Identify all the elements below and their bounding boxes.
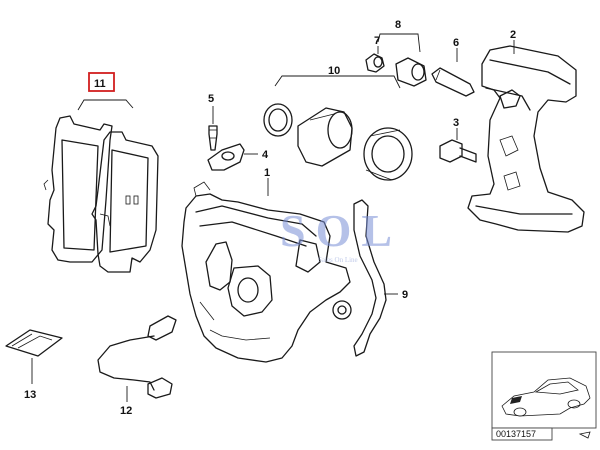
caliper-carrier-part	[467, 40, 585, 233]
callout-12: 12	[120, 405, 132, 417]
callout-2: 2	[510, 29, 516, 41]
callout-6: 6	[453, 37, 459, 49]
sol-watermark: SOL Sales On Line	[280, 205, 402, 264]
carrier-bolt-part	[439, 128, 477, 163]
bleeder-screw-part	[208, 106, 218, 151]
callout-4: 4	[262, 149, 269, 161]
callout-9: 9	[402, 289, 408, 301]
caliper-housing-part	[181, 178, 352, 363]
callout-13: 13	[24, 389, 36, 401]
guide-sleeve-kit-part	[365, 33, 427, 87]
callout-1: 1	[264, 167, 270, 179]
callout-5: 5	[208, 93, 214, 105]
callout-8: 8	[395, 19, 401, 31]
bleeder-cap-part	[207, 143, 258, 171]
thumbnail-code: 00137157	[496, 429, 536, 439]
watermark-subtitle: Sales On Line	[318, 256, 358, 264]
anti-rattle-spring-part	[353, 199, 398, 357]
callout-11: 11	[94, 78, 106, 90]
vehicle-thumbnail: 00137157	[491, 351, 597, 441]
callout-10: 10	[328, 65, 340, 77]
watermark-logo-text: SOL	[280, 205, 402, 256]
callout-3: 3	[453, 117, 459, 129]
wear-sensor-part	[97, 315, 177, 402]
callout-7: 7	[374, 35, 380, 47]
callout-11-highlight-box	[88, 72, 115, 92]
piston-kit-part	[263, 75, 413, 181]
guide-pin-part	[431, 48, 475, 97]
brake-pads-part	[43, 99, 159, 273]
grease-sachet-part	[5, 329, 63, 384]
